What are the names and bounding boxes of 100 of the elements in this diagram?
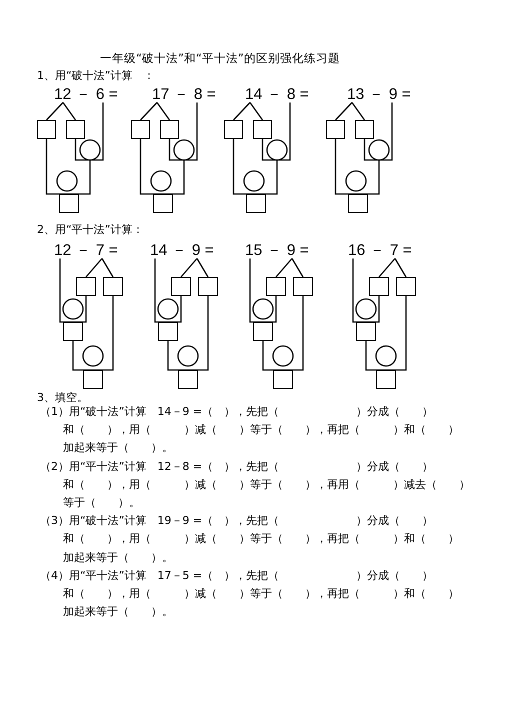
section-heading: 2、用“平十法”计算： [37, 223, 144, 236]
fill-in-sentence: 和（ ），用（ ）减（ ）等于（ ），再把（ ）和（ ） [63, 532, 459, 546]
fill-in-sentence: 和（ ），用（ ）减（ ）等于（ ），再把（ ）和（ ） [63, 587, 459, 600]
connector-line [46, 102, 64, 120]
connector-line [167, 341, 188, 371]
fill-in-sentence: （1）用“破十法”计算 14－9 =（ ），先把（ ）分成（ ） [40, 405, 434, 418]
connector-line [73, 296, 87, 323]
connector-line [86, 258, 102, 278]
connector-line [352, 258, 366, 323]
connector-line [249, 258, 263, 323]
answer-box [355, 120, 374, 139]
connector-line [180, 258, 198, 278]
equation-text: 13 － 9 = [345, 86, 413, 103]
answer-circle [243, 170, 265, 192]
answer-box [63, 322, 83, 341]
connector-line [366, 296, 380, 323]
answer-box [224, 120, 243, 139]
section-heading: 1、用“破十法”计算 ： [37, 69, 154, 82]
answer-box [369, 277, 389, 296]
connector-line [291, 258, 304, 278]
answer-box [326, 120, 345, 139]
fill-in-sentence: 加起来等于（ ）。 [63, 550, 173, 564]
equation-text: 15 － 9 = [243, 242, 311, 259]
answer-circle [375, 345, 397, 367]
connector-line [188, 296, 209, 371]
answer-circle [345, 170, 367, 192]
connector-line [262, 341, 283, 371]
connector-line [283, 296, 304, 371]
fill-in-sentence: 等于（ ）。 [63, 496, 140, 509]
answer-box [59, 194, 79, 213]
answer-box [253, 322, 273, 341]
equation-text: 16 － 7 = [346, 242, 414, 259]
fill-in-sentence: （4）用“平十法”计算 17－5 =（ ），先把（ ）分成（ ） [40, 568, 434, 582]
answer-circle [272, 345, 294, 367]
connector-line [168, 139, 184, 161]
connector-line [101, 258, 114, 278]
connector-line [163, 160, 185, 195]
answer-box [158, 322, 178, 341]
answer-box [396, 277, 416, 296]
equation-text: 14 － 9 = [148, 242, 216, 259]
answer-circle [355, 298, 377, 320]
answer-circle [79, 139, 101, 161]
answer-box [253, 120, 272, 139]
equation-text: 17 － 8 = [150, 86, 218, 103]
connector-line [74, 139, 90, 161]
connector-line [249, 102, 264, 120]
answer-box [376, 370, 396, 389]
connector-line [140, 102, 158, 120]
answer-circle [252, 298, 274, 320]
connector-line [263, 296, 277, 323]
equation-text: 12 － 7 = [52, 242, 120, 259]
connector-line [140, 139, 163, 195]
fill-in-sentence: 加起来等于（ ）。 [63, 605, 173, 618]
connector-line [184, 102, 198, 161]
connector-line [46, 139, 69, 195]
answer-box [178, 370, 198, 389]
fill-in-sentence: 和（ ），用（ ）减（ ）等于（ ），再用（ ）减去（ ） [63, 478, 470, 491]
answer-box [76, 277, 96, 296]
connector-line [59, 258, 73, 323]
answer-box [83, 370, 103, 389]
answer-box [153, 194, 173, 213]
answer-circle [82, 345, 104, 367]
connector-line [276, 258, 292, 278]
answer-circle [368, 139, 390, 161]
connector-line [277, 102, 291, 161]
connector-line [379, 102, 393, 161]
connector-line [364, 139, 379, 161]
fill-in-sentence: 加起来等于（ ）。 [63, 441, 173, 454]
section-heading: 3、填空。 [37, 391, 88, 404]
connector-line [72, 341, 93, 371]
answer-box [103, 277, 123, 296]
answer-box [356, 322, 376, 341]
connector-line [168, 296, 182, 323]
connector-line [358, 160, 380, 195]
equation-text: 12 － 6 = [52, 86, 120, 103]
connector-line [232, 139, 256, 195]
connector-line [233, 102, 250, 120]
connector-line [69, 160, 91, 195]
answer-box [66, 120, 85, 139]
answer-circle [173, 139, 195, 161]
connector-line [62, 102, 76, 120]
connector-line [90, 102, 104, 161]
connector-line [351, 102, 366, 120]
connector-line [334, 139, 358, 195]
connector-line [365, 341, 386, 371]
fill-in-sentence: （3）用“破十法”计算 19－9 =（ ），先把（ ）分成（ ） [40, 514, 434, 528]
fill-in-sentence: （2）用“平十法”计算 12－8 =（ ），先把（ ）分成（ ） [40, 460, 434, 473]
equation-text: 14 － 8 = [243, 86, 311, 103]
answer-box [273, 370, 293, 389]
answer-box [266, 277, 286, 296]
connector-line [335, 102, 352, 120]
answer-circle [266, 139, 288, 161]
connector-line [262, 139, 277, 161]
answer-box [171, 277, 191, 296]
connector-line [154, 258, 168, 323]
title-text: 一年级“破十法”和“平十法”的区别强化练习题 [100, 51, 340, 65]
answer-box [348, 194, 368, 213]
connector-line [93, 296, 114, 371]
connector-line [394, 258, 407, 278]
fill-in-sentence: 和（ ），用（ ）减（ ）等于（ ），再把（ ）和（ ） [63, 423, 459, 436]
